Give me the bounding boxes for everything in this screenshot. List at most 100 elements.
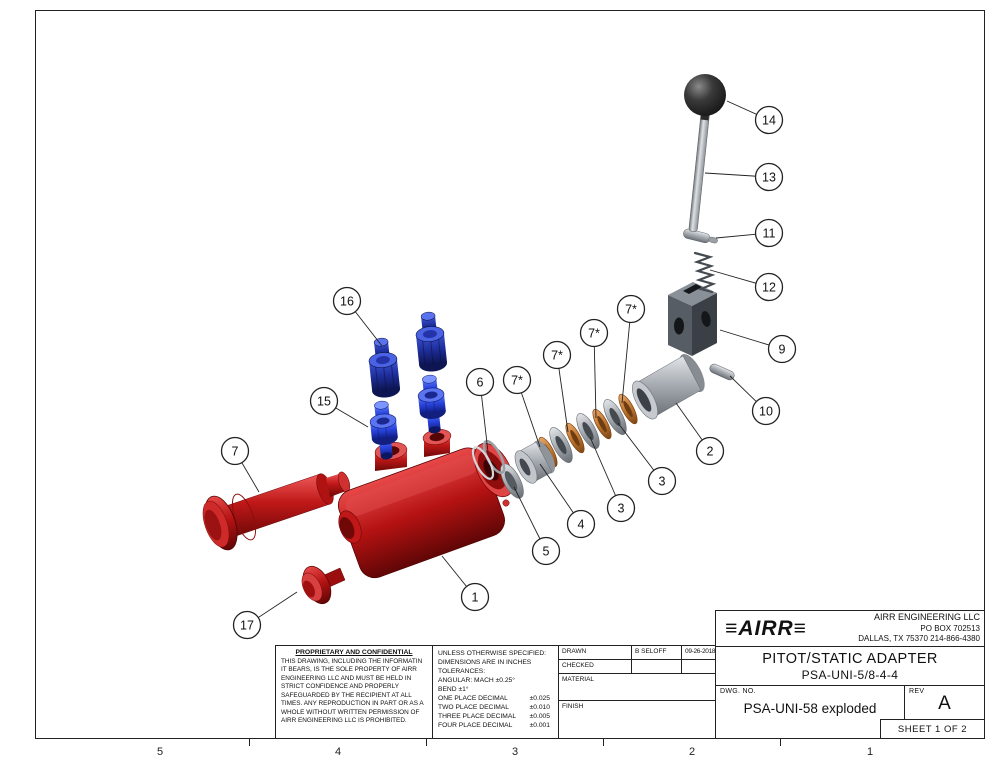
balloon: 14: [754, 105, 784, 135]
zone-tick: [249, 739, 250, 746]
svg-text:7*: 7*: [625, 303, 637, 317]
drawn-by: B SELOFF: [631, 645, 682, 660]
company-po-box: PO BOX 702513: [920, 623, 980, 633]
company-name: AIRR ENGINEERING LLC: [873, 612, 980, 623]
balloon: 2: [695, 436, 725, 466]
balloon: 7*: [579, 318, 609, 348]
company-header-cell: ≡AIRR≡ AIRR ENGINEERING LLC PO BOX 70251…: [715, 610, 985, 647]
proprietary-body: THIS DRAWING, INCLUDING THE INFORMATIN I…: [281, 658, 424, 725]
company-logo: ≡AIRR≡: [725, 616, 807, 640]
checked-by: [631, 659, 682, 674]
zone-label-1: 1: [866, 746, 874, 758]
svg-text:16: 16: [340, 295, 354, 309]
dwg-number-cell: DWG. NO. PSA-UNI-58 exploded: [715, 685, 905, 739]
zone-tick: [603, 739, 604, 746]
svg-text:7*: 7*: [511, 374, 523, 388]
tolerance-block: UNLESS OTHERWISE SPECIFIED: DIMENSIONS A…: [432, 645, 559, 739]
tol-header-1: UNLESS OTHERWISE SPECIFIED:: [438, 650, 547, 657]
svg-text:12: 12: [762, 281, 776, 295]
part-body-1: [337, 429, 514, 579]
part-spool-4: [514, 440, 556, 484]
revision-label: REV: [909, 688, 925, 695]
part-retaining-rings-6: [471, 439, 506, 480]
balloon: 10: [751, 396, 781, 426]
tol-row: ONE PLACE DECIMAL±0.025: [438, 695, 550, 703]
balloons: 14 13 11 12 9 10 2 16 15 6 7* 7* 7* 7* 3…: [220, 105, 797, 640]
balloon: 5: [531, 536, 561, 566]
part-pin-11: [683, 228, 718, 244]
balloon: 12: [754, 272, 784, 302]
part-handle-bracket-9: [668, 282, 717, 356]
part-cap-7: [202, 471, 351, 551]
zone-label-3: 3: [511, 746, 519, 758]
revision-cell: REV A: [904, 685, 985, 720]
tol-header-3: TOLERANCES:: [438, 668, 486, 676]
part-ball-knob-14: [684, 74, 726, 121]
drawing-title: PITOT/STATIC ADAPTER: [762, 650, 938, 667]
balloon: 7*: [502, 365, 532, 395]
balloon: 13: [754, 162, 784, 192]
tol-row: FOUR PLACE DECIMAL±0.001: [438, 722, 550, 730]
balloon: 7: [220, 436, 250, 466]
svg-text:7*: 7*: [551, 349, 563, 363]
proprietary-notice: PROPRIETARY AND CONFIDENTIAL THIS DRAWIN…: [275, 645, 433, 739]
tol-header-2: DIMENSIONS ARE IN INCHES: [438, 659, 532, 667]
balloon: 3: [647, 466, 677, 496]
checked-label: CHECKED: [558, 659, 632, 674]
svg-text:6: 6: [477, 376, 484, 390]
svg-text:15: 15: [317, 395, 331, 409]
material-label: MATERIAL: [558, 673, 716, 701]
checked-date: [681, 659, 716, 674]
dwg-number-value: PSA-UNI-58 exploded: [743, 701, 877, 716]
drawn-date: 09-26-2018: [681, 645, 716, 660]
svg-text:13: 13: [762, 171, 776, 185]
svg-text:5: 5: [543, 545, 550, 559]
balloon: 11: [754, 218, 784, 248]
part-valve-sleeve-2: [632, 353, 705, 420]
oring: [592, 408, 612, 440]
svg-text:9: 9: [779, 343, 786, 357]
proprietary-heading: PROPRIETARY AND CONFIDENTIAL: [295, 649, 413, 656]
balloon: 6: [465, 367, 495, 397]
svg-text:3: 3: [618, 502, 625, 516]
balloon: 1: [460, 582, 490, 612]
tol-bend: BEND ±1°: [438, 686, 469, 694]
svg-text:4: 4: [578, 518, 585, 532]
svg-text:2: 2: [707, 445, 714, 459]
balloon: 4: [566, 509, 596, 539]
balloon: 15: [309, 386, 339, 416]
sheet-number: SHEET 1 OF 2: [880, 719, 985, 739]
svg-text:17: 17: [240, 619, 254, 633]
zone-label-4: 4: [334, 746, 342, 758]
svg-text:7: 7: [232, 445, 239, 459]
company-city-phone: DALLAS, TX 75370 214-866-4380: [858, 634, 980, 644]
part-knob-17: [301, 565, 346, 605]
part-handle-rod-13: [688, 110, 710, 233]
svg-text:11: 11: [763, 227, 776, 241]
spacer: [549, 427, 573, 463]
balloon: 16: [332, 286, 362, 316]
part-pin-10: [709, 363, 735, 381]
balloon: 9: [767, 334, 797, 364]
zone-label-5: 5: [156, 746, 164, 758]
svg-text:3: 3: [659, 475, 666, 489]
drawing-title-cell: PITOT/STATIC ADAPTER PSA-UNI-5/8-4-4: [715, 646, 985, 686]
drawn-label: DRAWN: [558, 645, 632, 660]
finish-label: FINISH: [558, 700, 716, 739]
oring: [565, 422, 585, 454]
drawing-subtitle: PSA-UNI-5/8-4-4: [801, 667, 899, 682]
dwg-number-label: DWG. NO.: [720, 688, 756, 695]
zone-tick: [426, 739, 427, 746]
svg-text:10: 10: [759, 405, 773, 419]
company-address: AIRR ENGINEERING LLC PO BOX 702513 DALLA…: [816, 612, 984, 644]
tol-angular: ANGULAR: MACH ±0.25°: [438, 677, 515, 685]
svg-text:1: 1: [472, 591, 479, 605]
oring: [618, 393, 638, 425]
balloon: 17: [232, 610, 262, 640]
svg-text:14: 14: [762, 114, 776, 128]
balloon: 7*: [616, 294, 646, 324]
balloon: 7*: [542, 340, 572, 370]
tol-row: THREE PLACE DECIMAL±0.005: [438, 713, 550, 721]
